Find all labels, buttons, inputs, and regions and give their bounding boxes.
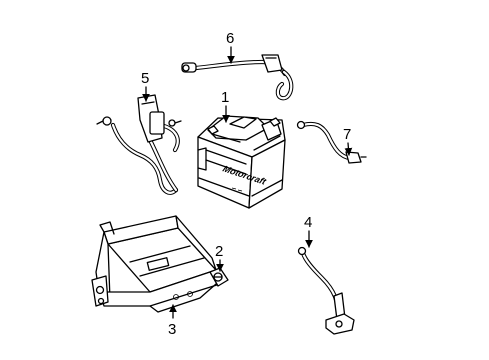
- callout-7: 7: [343, 126, 351, 143]
- part-1-battery[interactable]: Motorcraft: [197, 115, 286, 209]
- part-7-cable[interactable]: [296, 120, 367, 164]
- leader-lines: [142, 46, 353, 319]
- leader-7: [344, 142, 353, 156]
- part-2-bolt[interactable]: [213, 272, 223, 282]
- callout-3: 3: [168, 321, 176, 338]
- callout-1: 1: [221, 89, 229, 106]
- part-4-cable[interactable]: [297, 246, 355, 335]
- callout-6: 6: [226, 30, 234, 47]
- part-5-cable[interactable]: [96, 94, 182, 195]
- callout-2: 2: [215, 243, 223, 260]
- part-3-tray[interactable]: [91, 215, 229, 313]
- callout-5: 5: [141, 70, 149, 87]
- part-6-cable[interactable]: [181, 54, 294, 101]
- callout-4: 4: [304, 214, 312, 231]
- callout-labels: 6 5 1 7 4 2 3: [141, 30, 351, 338]
